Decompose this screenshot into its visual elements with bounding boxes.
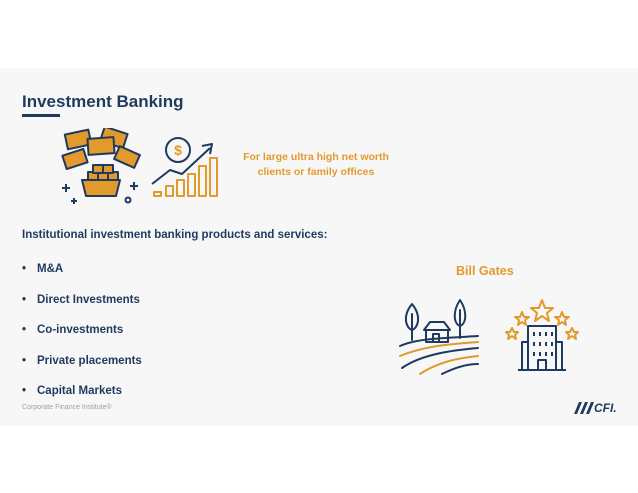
tagline-line-1: For large ultra high net worth [243,151,389,163]
service-label: M&A [37,263,64,275]
services-heading: Institutional investment banking product… [22,229,328,241]
slide-content: Investment Banking $ [0,68,638,426]
service-label: Capital Markets [37,385,123,397]
svg-text:$: $ [174,142,182,158]
bullet-glyph: • [22,354,27,367]
list-item: • Capital Markets [22,384,142,415]
person-name: Bill Gates [456,264,514,278]
list-item: • Direct Investments [22,293,142,324]
bullet-glyph: • [22,324,27,336]
footer-credit: Corporate Finance Institute® [22,404,112,411]
service-label: Co-investments [37,324,124,336]
tagline-line-2: clients or family offices [257,166,375,178]
service-label: Private placements [37,354,142,367]
bullet-glyph: • [22,263,27,275]
client-tagline: For large ultra high net worth clients o… [236,150,396,180]
page-title: Investment Banking [22,92,184,111]
bullet-glyph: • [22,293,27,306]
list-item: • Co-investments [22,323,142,354]
farmland-estate-icon [399,299,479,375]
cfi-logo-mark-icon [574,402,594,414]
bullet-glyph: • [22,385,27,397]
dollar-growth-chart-icon: $ [151,137,218,197]
service-label: Direct Investments [37,293,140,306]
money-pile-icon [61,128,141,204]
cfi-logo: CFI. [574,401,618,415]
services-list: • M&A • Direct Investments • Co-investments… [22,262,142,415]
list-item: • M&A [22,262,142,293]
luxury-building-stars-icon [505,299,579,371]
title-underline [22,114,60,117]
cfi-logo-text: CFI. [594,401,617,415]
list-item: • Private placements [22,354,142,385]
